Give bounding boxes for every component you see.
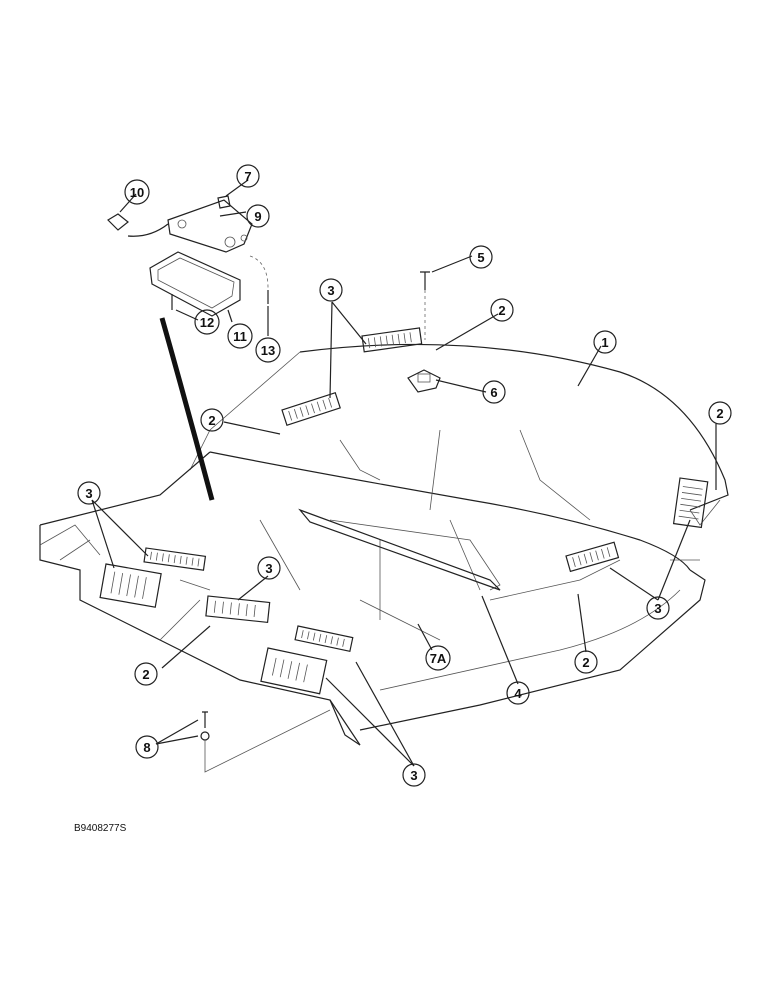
callout-3: 3 [319,278,343,302]
vent-grille [260,647,328,695]
vent-grille [205,595,271,624]
callout-2: 2 [134,662,158,686]
lamp-assembly [107,195,430,773]
svg-text:7A: 7A [430,651,447,666]
lamp-lens [167,199,253,253]
callout-11: 11 [227,323,253,349]
svg-text:8: 8 [143,740,150,755]
svg-text:2: 2 [142,667,149,682]
drawing-code: B9408277S [74,823,127,834]
callout-2: 2 [574,650,598,674]
vent-grille [294,625,354,653]
lamp-clip [217,195,231,209]
svg-text:12: 12 [200,315,214,330]
vent-grille [361,327,423,353]
leader-lines [91,179,717,767]
callout-3: 3 [646,596,670,620]
svg-text:2: 2 [498,303,505,318]
lamp-housing [149,251,241,317]
svg-text:13: 13 [261,343,275,358]
svg-text:7: 7 [244,169,251,184]
svg-text:6: 6 [490,385,497,400]
callout-13: 13 [255,337,281,363]
vent-grille [672,477,709,529]
svg-text:2: 2 [716,406,723,421]
svg-text:4: 4 [514,686,522,701]
svg-text:1: 1 [601,335,608,350]
callout-2: 2 [708,401,732,425]
svg-text:3: 3 [327,283,334,298]
svg-text:3: 3 [654,601,661,616]
vent-grille [281,391,341,426]
callout-3: 3 [257,556,281,580]
callout-7a: 7A [425,645,451,671]
svg-text:11: 11 [233,329,247,344]
svg-text:2: 2 [582,655,589,670]
callouts: 1 2 2 2 2 2 3 3 3 3 3 4 5 6 7 7A 8 9 10 … [77,164,732,787]
svg-text:3: 3 [265,561,272,576]
callout-6: 6 [482,380,506,404]
callout-4: 4 [506,681,530,705]
svg-text:2: 2 [208,413,215,428]
svg-text:5: 5 [477,250,484,265]
callout-1: 1 [593,330,617,354]
callout-8: 8 [135,735,159,759]
vent-grille [565,541,620,573]
svg-text:9: 9 [254,209,261,224]
vent-grilles [99,327,709,695]
callout-2: 2 [490,298,514,322]
callout-9: 9 [246,204,270,228]
callout-7: 7 [236,164,260,188]
callout-5: 5 [469,245,493,269]
callout-10: 10 [124,179,150,205]
svg-text:3: 3 [85,486,92,501]
lamp-bulb [107,213,129,231]
vent-grille [143,547,207,571]
svg-text:3: 3 [410,768,417,783]
callout-3: 3 [77,481,101,505]
callout-12: 12 [194,309,220,335]
center-trim-strip [298,508,501,591]
vent-grille [99,563,162,608]
dome-light [407,369,441,393]
headliner-panel [39,343,729,746]
svg-text:10: 10 [130,185,144,200]
callout-2: 2 [200,408,224,432]
callout-3: 3 [402,763,426,787]
